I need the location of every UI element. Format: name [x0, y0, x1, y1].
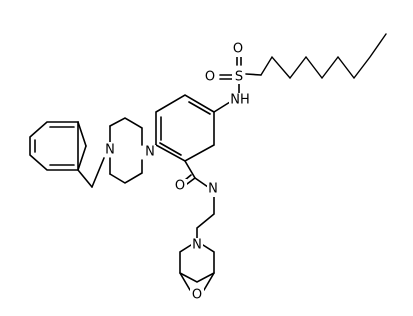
carbonyl-to-n-bond	[194, 177, 209, 188]
phenyl-ring-benzyl	[29, 121, 79, 171]
morpholine-oxygen-label: O	[192, 288, 202, 303]
ethyl-linker	[196, 196, 215, 241]
piperazine-ring	[109, 117, 143, 146]
sulfonyl-oxygen-1-label: O	[233, 42, 243, 57]
atom-label-group: O O S NH N N O N N O	[104, 42, 251, 303]
phenyl-close-bond	[77, 121, 87, 147]
amide-nitrogen-label: N	[208, 182, 218, 197]
piperazine-n1-label: N	[145, 145, 155, 160]
octyl-chain	[260, 33, 387, 80]
ring-to-carbonyl-bond	[184, 160, 196, 179]
carbonyl-o-double-bond	[186, 177, 196, 185]
benzene-inner-bond-1	[188, 101, 211, 115]
n4-to-ch2-bond	[91, 157, 105, 188]
morpholine-ring	[179, 244, 215, 283]
morpholine-nitrogen-label: N	[192, 238, 202, 253]
piperazine-ring-lower	[109, 159, 143, 184]
morpholine-to-o-right	[203, 272, 215, 291]
ring-to-nh-bond	[213, 101, 231, 113]
phenyl-close-bond-b	[77, 145, 87, 171]
sulfonamide-nh-label: NH	[230, 93, 250, 108]
amide-oxygen-label: O	[175, 179, 185, 194]
benzene-inner-bond-2	[159, 142, 182, 156]
sulfonyl-oxygen-2-label: O	[205, 70, 215, 85]
benzene-ring-central	[155, 94, 215, 162]
morpholine-to-o-left	[179, 272, 191, 291]
ch2-to-phenyl-bond	[77, 169, 93, 188]
sulfur-atom-label: S	[235, 70, 243, 85]
piperazine-n4-label: N	[105, 143, 115, 158]
s-to-chain-bond	[245, 73, 262, 76]
